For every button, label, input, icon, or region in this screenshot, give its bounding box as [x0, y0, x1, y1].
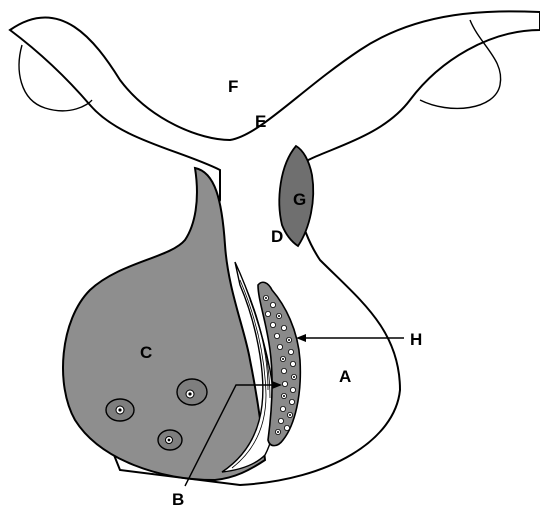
cell-nuclei-dots [265, 297, 295, 433]
pointer-arrowhead-h [296, 334, 306, 342]
nucleus-left [105, 398, 135, 422]
region-h-shape [257, 281, 302, 447]
region-g-shape [278, 144, 315, 248]
right-lobe-outline [419, 19, 502, 110]
label-g: G [293, 190, 306, 209]
lamellar-lines [231, 279, 271, 469]
label-a: A [339, 367, 351, 386]
nucleus-large [176, 378, 208, 406]
label-b: B [172, 490, 184, 509]
label-d: D [271, 227, 283, 246]
label-e: E [255, 112, 266, 131]
nucleus-bottom [157, 429, 183, 451]
label-f: F [228, 77, 238, 96]
label-c: C [140, 343, 152, 362]
label-h: H [410, 330, 422, 349]
pointer-arrowhead-b [272, 381, 282, 389]
left-lobe-outline [18, 44, 93, 112]
pointer-line-b [184, 384, 280, 487]
